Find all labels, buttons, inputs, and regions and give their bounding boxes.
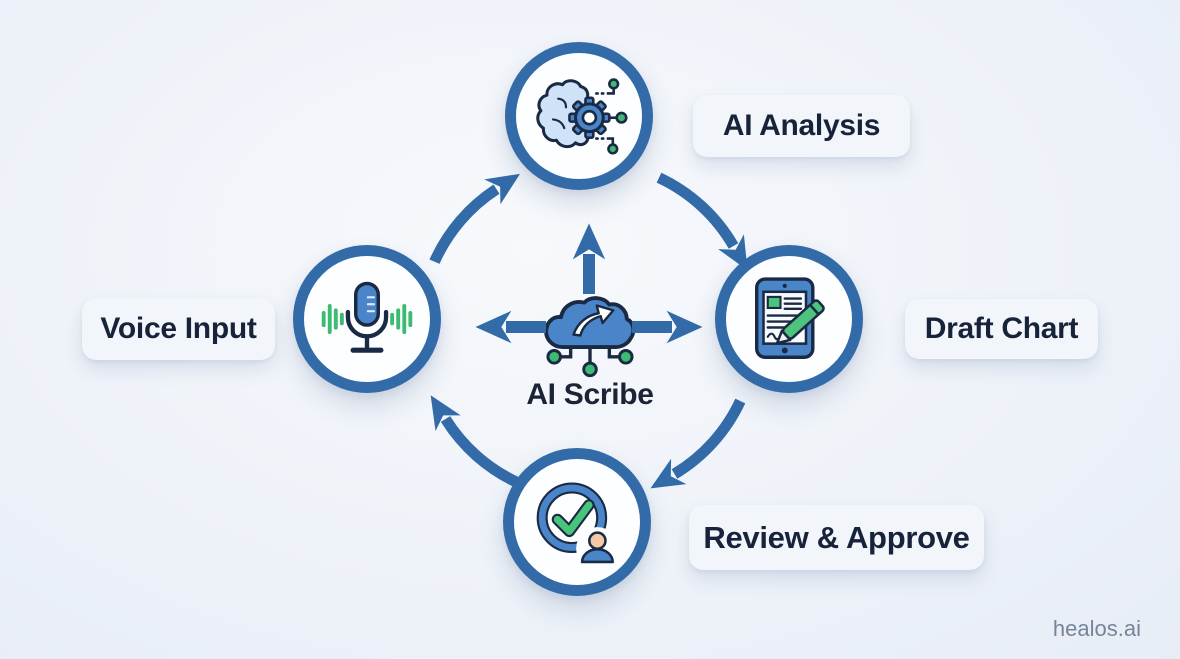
arrow-voice-to-analysis [429, 173, 521, 265]
arrow-review-to-voice [430, 395, 520, 488]
label-ai-analysis: AI Analysis [693, 95, 910, 157]
label-draft-chart: Draft Chart [905, 299, 1098, 359]
node-voice-input [293, 245, 441, 393]
label-ai-analysis-text: AI Analysis [722, 109, 881, 142]
label-review-approve-text: Review & Approve [703, 519, 970, 555]
tablet-pen-icon [755, 277, 825, 359]
arrow-draft-to-review [650, 398, 746, 489]
node-ai-analysis [505, 42, 653, 190]
watermark-healos: healos.ai [1052, 616, 1141, 641]
microphone-icon [321, 281, 413, 353]
check-person-icon [536, 482, 619, 570]
label-draft-chart-text: Draft Chart [924, 312, 1079, 345]
label-voice-input-text: Voice Input [100, 312, 257, 345]
brain-gear-icon [536, 78, 628, 155]
node-review-approve [503, 448, 651, 596]
label-voice-input: Voice Input [82, 298, 275, 360]
node-draft-chart [715, 245, 863, 393]
hub-label: AI Scribe [526, 378, 654, 411]
arrow-analysis-to-draft [656, 172, 748, 271]
label-review-approve: Review & Approve [689, 505, 984, 570]
cloud-network-icon [544, 296, 636, 378]
